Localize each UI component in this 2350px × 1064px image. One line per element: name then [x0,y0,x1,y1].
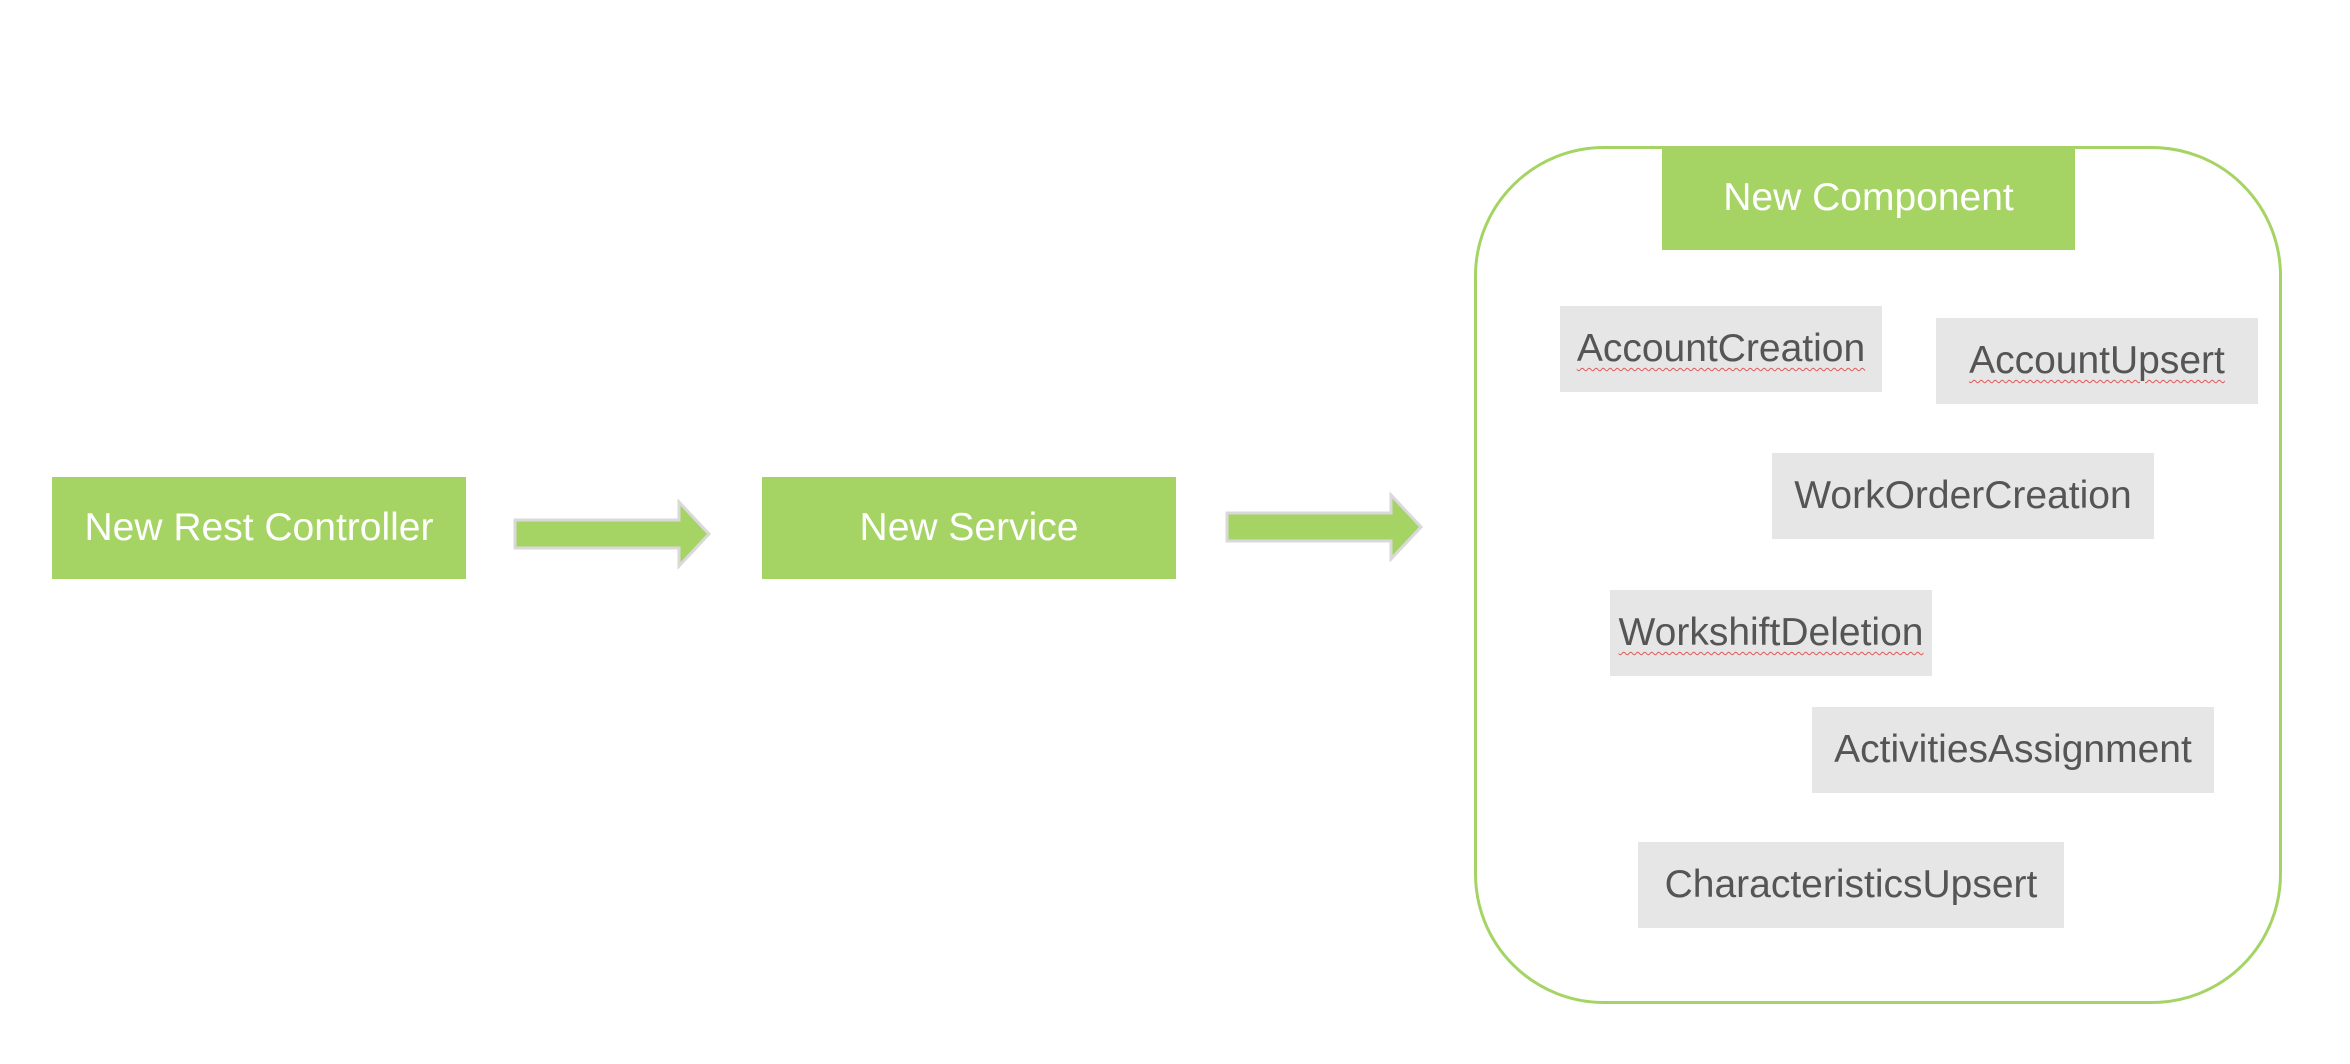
component-node: New Component [1662,146,2075,250]
component-item-label: AccountUpsert [1969,339,2225,382]
component-item: WorkOrderCreation [1772,453,2154,539]
component-item: CharacteristicsUpsert [1638,842,2064,928]
component-item: ActivitiesAssignment [1812,707,2214,793]
component-item-label: CharacteristicsUpsert [1664,863,2038,906]
component-item: WorkshiftDeletion [1610,590,1932,676]
component-item-label: WorkOrderCreation [1794,474,2132,517]
component-item-label: WorkshiftDeletion [1618,611,1924,654]
service-node: New Service [762,477,1176,579]
arrow-right-icon [513,499,712,569]
component-item: AccountCreation [1560,306,1882,392]
arrow-right-icon [1225,492,1424,562]
component-item-label: ActivitiesAssignment [1834,728,2192,771]
rest-controller-node: New Rest Controller [52,477,466,579]
component-item: AccountUpsert [1936,318,2258,404]
component-item-label: AccountCreation [1576,327,1866,370]
